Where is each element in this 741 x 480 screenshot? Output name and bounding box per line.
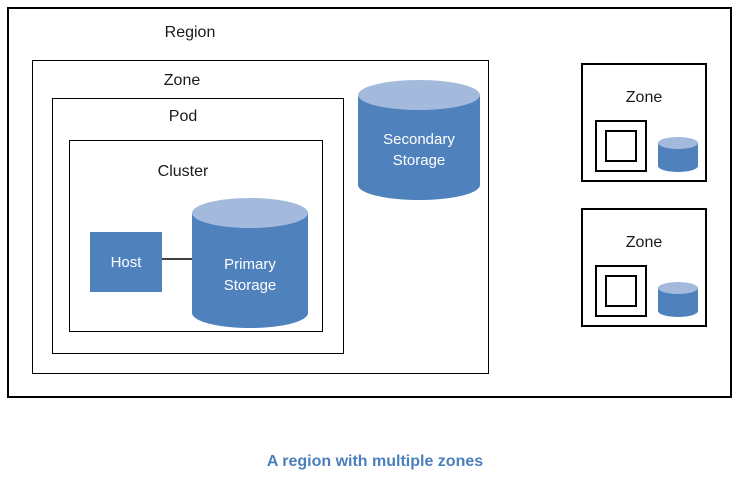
zone-label: Zone — [163, 72, 201, 89]
secondary-storage-label: Secondary Storage — [383, 131, 455, 169]
nested-square-outer-icon — [595, 265, 647, 317]
host-storage-connector-line — [161, 258, 193, 260]
cylinder-body — [358, 95, 480, 200]
cluster-label: Cluster — [157, 163, 209, 180]
nested-square-inner-icon — [605, 275, 637, 307]
secondary-storage-cylinder-icon: Secondary Storage — [358, 80, 480, 200]
zone-small-2-label: Zone — [625, 234, 663, 251]
zone-small-1-box: Zone — [581, 63, 707, 182]
small-storage-cylinder-icon — [658, 282, 698, 317]
zone-small-2-box: Zone — [581, 208, 707, 327]
host-label: Host — [110, 253, 142, 271]
primary-storage-cylinder-icon: Primary Storage — [192, 198, 308, 328]
region-label: Region — [164, 24, 216, 41]
cluster-box — [69, 140, 323, 332]
cylinder-top-ellipse — [658, 282, 698, 294]
cylinder-top-ellipse — [658, 137, 698, 149]
nested-square-outer-icon — [595, 120, 647, 172]
diagram-caption: A region with multiple zones — [266, 453, 484, 470]
pod-label: Pod — [168, 108, 198, 125]
nested-square-inner-icon — [605, 130, 637, 162]
cylinder-top-ellipse — [192, 198, 308, 228]
pod-box — [52, 98, 344, 354]
small-storage-cylinder-icon — [658, 137, 698, 172]
cylinder-body — [192, 213, 308, 328]
primary-storage-label: Primary Storage — [223, 256, 277, 294]
zone-small-1-label: Zone — [625, 89, 663, 106]
cylinder-top-ellipse — [358, 80, 480, 110]
zone-box — [32, 60, 489, 374]
host-box: Host — [90, 232, 162, 292]
region-box — [7, 7, 732, 398]
